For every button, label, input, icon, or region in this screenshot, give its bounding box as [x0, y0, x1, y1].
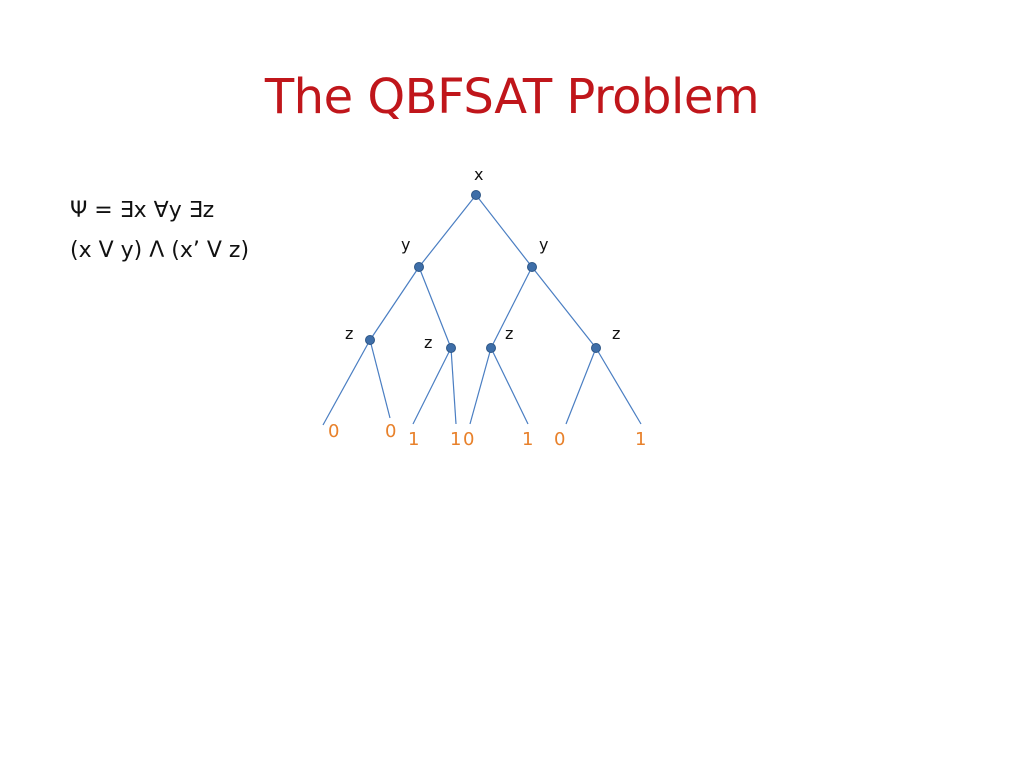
edge-z4-leaf8: [595, 347, 642, 425]
edge-x-y-right: [475, 194, 533, 268]
node-x: [471, 190, 481, 200]
label-z2: z: [424, 333, 432, 352]
leaf-value-6: 1: [522, 429, 533, 450]
edge-z3-leaf5: [469, 347, 492, 425]
edge-z2-leaf3: [412, 347, 452, 425]
edge-yr-z3: [490, 266, 533, 349]
formula-quantifiers: Ψ = ∃x ∀y ∃z: [70, 198, 215, 223]
label-z3: z: [505, 324, 513, 343]
node-z1: [365, 335, 375, 345]
leaf-value-3: 1: [408, 429, 419, 450]
leaf-value-5: 0: [463, 429, 474, 450]
slide-title: The QBFSAT Problem: [264, 69, 760, 125]
edge-z4-leaf7: [565, 347, 597, 425]
tree-edges: [322, 194, 642, 426]
leaf-value-8: 1: [635, 429, 646, 450]
label-x: x: [474, 165, 483, 184]
leaf-value-2: 0: [385, 421, 396, 442]
edge-yl-z1: [369, 266, 420, 341]
variable-labels: x y y z z z z: [345, 165, 620, 352]
edge-x-y-left: [418, 194, 477, 268]
node-z2: [446, 343, 456, 353]
label-z1: z: [345, 324, 353, 343]
label-y-left: y: [401, 235, 410, 254]
node-z4: [591, 343, 601, 353]
tree-nodes: [365, 190, 601, 353]
label-z4: z: [612, 324, 620, 343]
edge-yl-z2: [418, 266, 452, 349]
node-y-right: [527, 262, 537, 272]
formula-clauses: (x V y) Λ (x’ V z): [70, 238, 250, 263]
leaf-value-7: 0: [554, 429, 565, 450]
edge-z1-leaf1: [322, 339, 371, 426]
edge-yr-z4: [531, 266, 597, 349]
node-y-left: [414, 262, 424, 272]
leaf-values: 0 0 1 1 0 1 0 1: [328, 421, 646, 450]
edge-z1-leaf2: [369, 339, 391, 419]
node-z3: [486, 343, 496, 353]
leaf-value-4: 1: [450, 429, 461, 450]
label-y-right: y: [539, 235, 548, 254]
leaf-value-1: 0: [328, 421, 339, 442]
edge-z3-leaf6: [490, 347, 529, 425]
edge-z2-leaf4: [450, 347, 457, 425]
